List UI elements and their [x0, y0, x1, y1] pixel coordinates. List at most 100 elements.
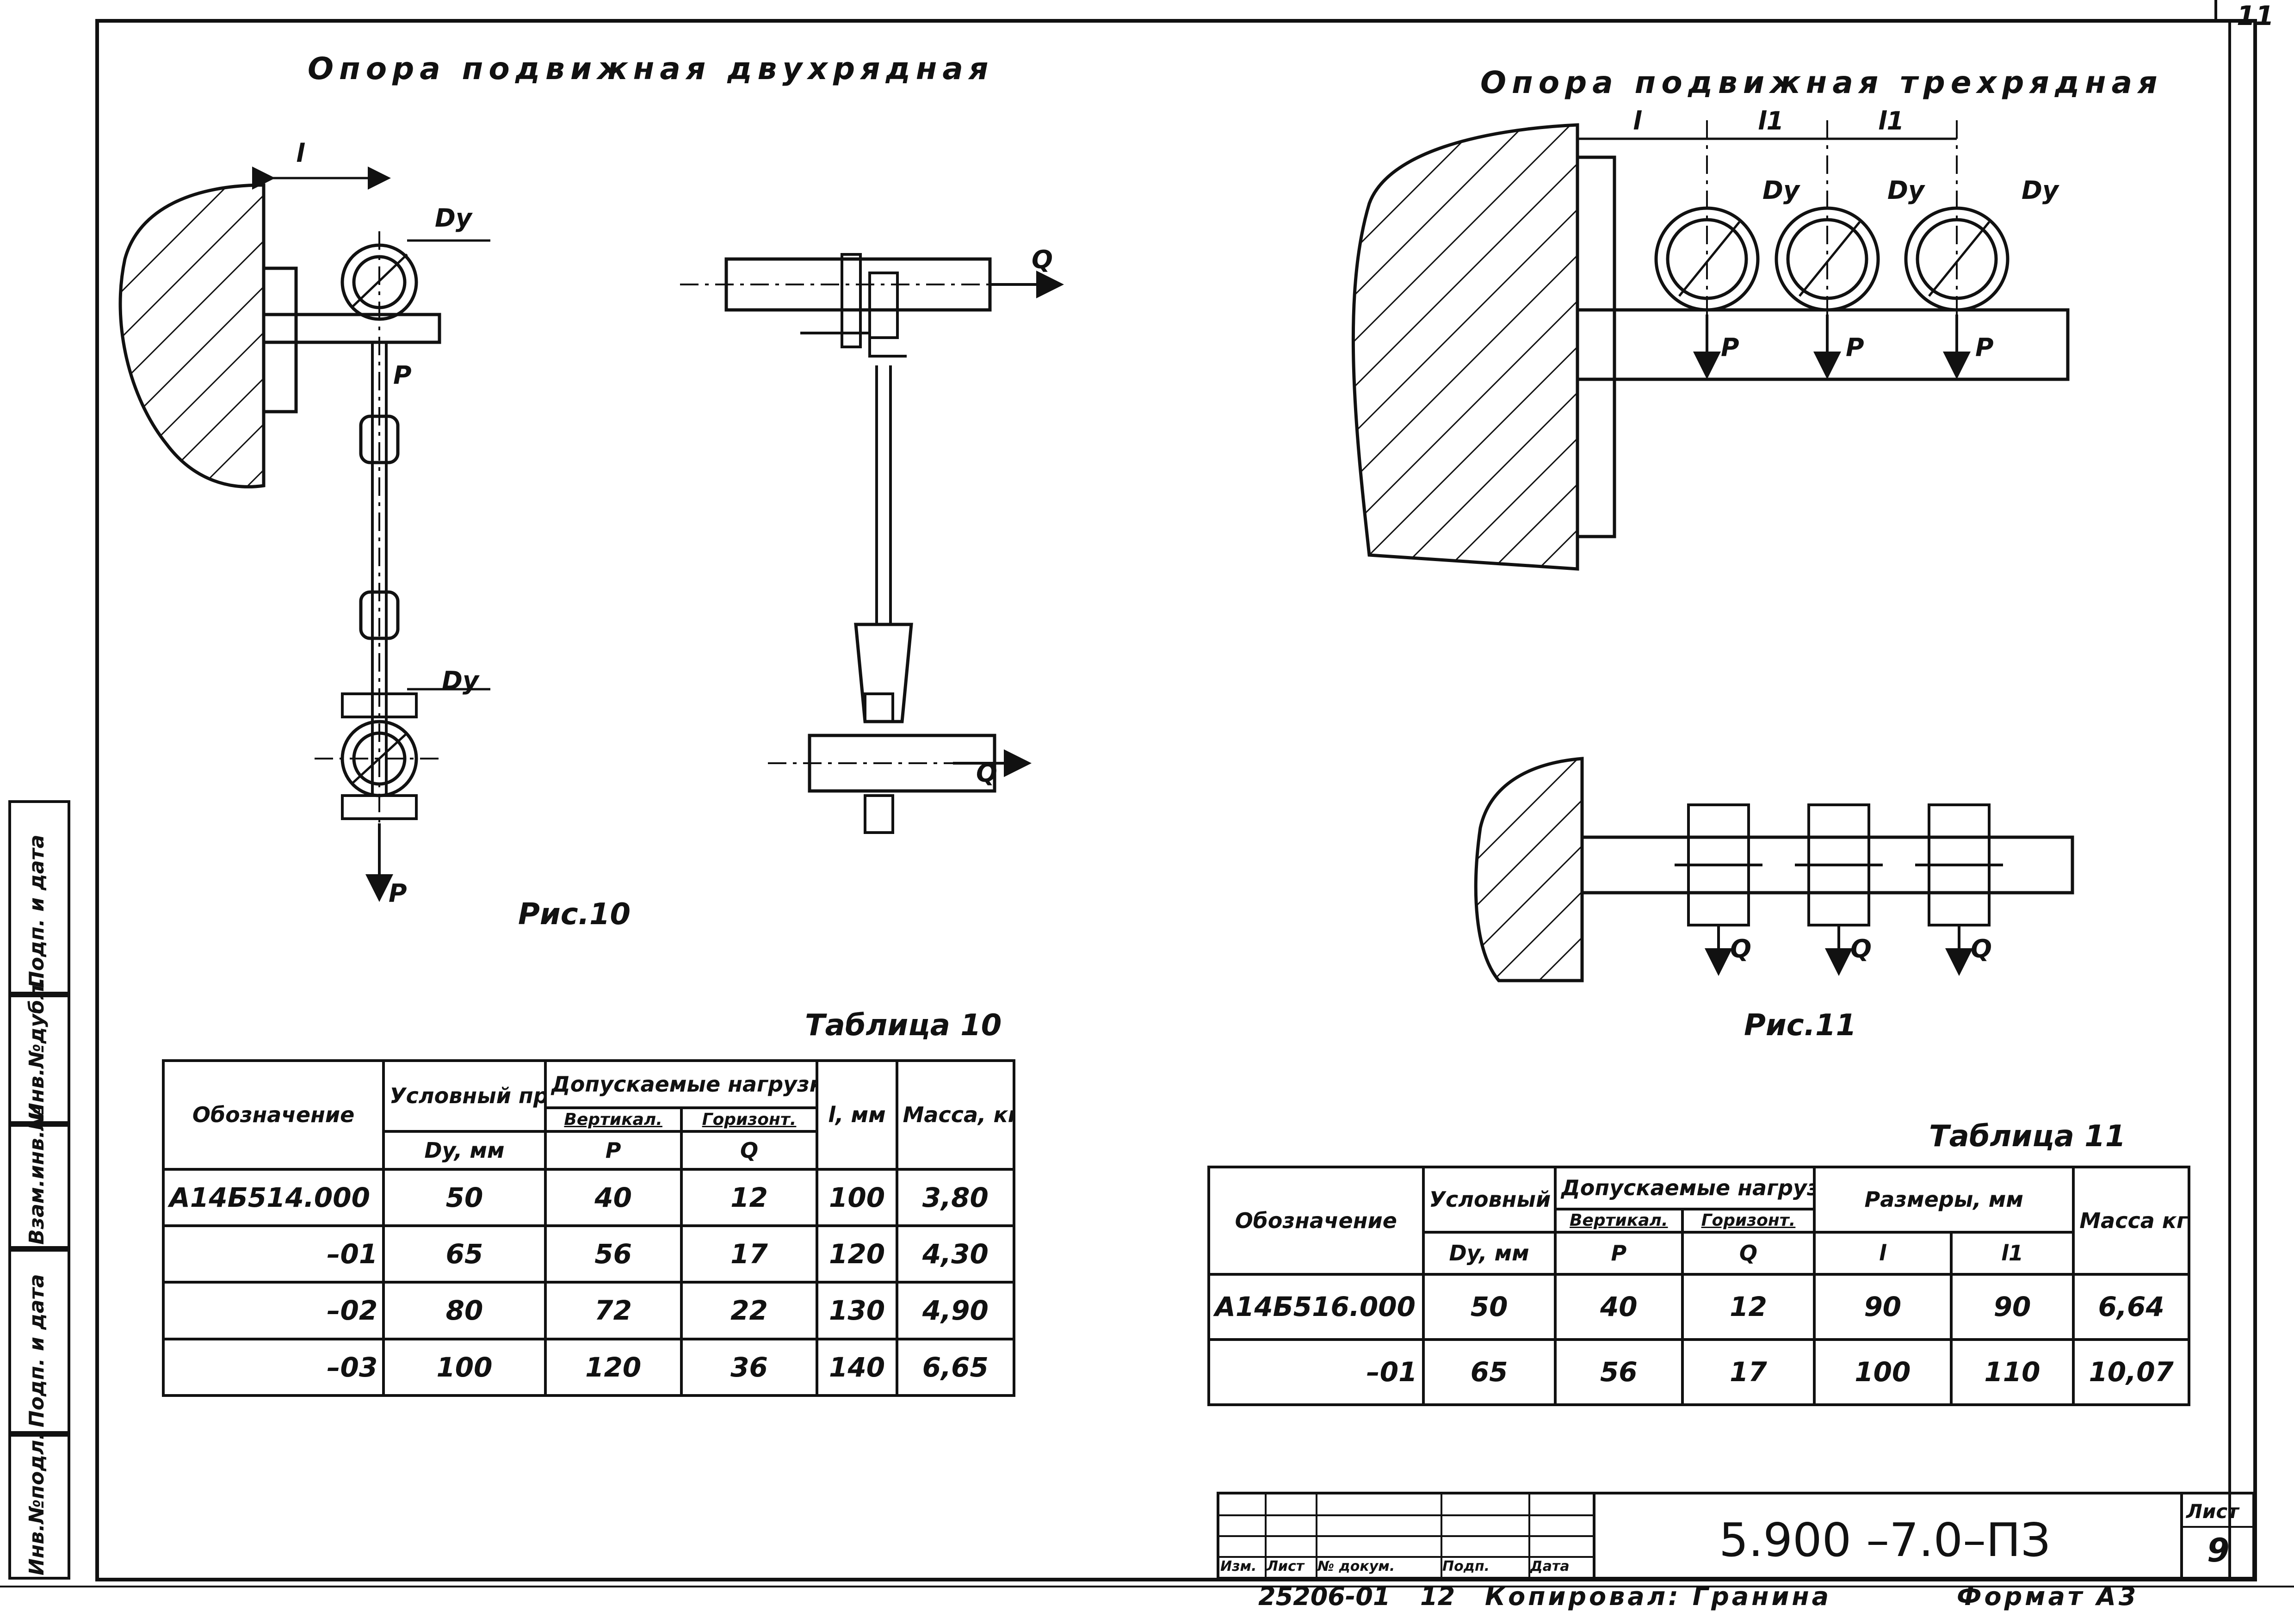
- footer-order-number: 25206-01: [1258, 1582, 1391, 1611]
- table11-header-q: Q: [1681, 1231, 1816, 1276]
- table-row: –02 80 72 22 130 4,90: [161, 1281, 1016, 1340]
- table10-cell-designation: –01: [161, 1224, 385, 1284]
- table11-cell-mass: 6,64: [2072, 1272, 2190, 1341]
- table10-header-loads: Допускаемые нагрузки, кгс: [544, 1059, 819, 1109]
- page-number: 11: [2237, 0, 2274, 31]
- table10-header-designation: Обозначение: [161, 1059, 385, 1171]
- table11-header-l: l: [1813, 1231, 1953, 1276]
- fig10-label-p-bottom: P: [389, 879, 407, 908]
- table10-cell-dy: 50: [382, 1167, 547, 1227]
- table-row: А14Б514.000 50 40 12 100 3,80: [161, 1167, 1016, 1227]
- table11-cell-q: 17: [1681, 1338, 1816, 1407]
- footer-format: Формат А3: [1957, 1582, 2139, 1611]
- table10-cell-p: 72: [544, 1281, 683, 1340]
- table11-cell-l1: 110: [1949, 1338, 2075, 1407]
- table10-cell-q: 22: [680, 1281, 819, 1340]
- fig11-label-dy-1: Dy: [1762, 176, 1800, 205]
- table-row: А14Б516.000 50 40 12 90 90 6,64: [1207, 1272, 2190, 1341]
- table11-cell-l: 100: [1813, 1338, 1953, 1407]
- title-col-list: Лист: [1267, 1558, 1305, 1575]
- strip-text: Подп. и дата: [25, 834, 49, 988]
- strip-text: Взам.инв.№: [25, 1105, 49, 1245]
- table-row: –01 65 56 17 120 4,30: [161, 1224, 1016, 1284]
- fig11-label-p-3: P: [1975, 333, 1994, 362]
- table10-header-mass: Масса, кг: [895, 1059, 1016, 1171]
- fig11-label-q-2: Q: [1850, 934, 1872, 963]
- table10-cell-p: 40: [544, 1167, 683, 1227]
- table11-header-loads: Допускаемые нагрузки, кгс: [1553, 1166, 1816, 1210]
- fig10-label-dy-top: Dy: [435, 204, 472, 233]
- fig11-label-q-3: Q: [1971, 934, 1992, 963]
- table10-cell-mass: 4,30: [895, 1224, 1016, 1284]
- table-row: –03 100 120 36 140 6,65: [161, 1337, 1016, 1397]
- fig10-label-p-top: P: [393, 361, 412, 390]
- title-block-grid: [1219, 1494, 2253, 1578]
- strip-cell-podp-data-1: Подп. и дата: [8, 1249, 70, 1434]
- fig11-plan-view: [1474, 757, 2074, 982]
- sheet-label: Лист: [2186, 1500, 2239, 1523]
- fig10-label-q-top: Q: [1032, 245, 1053, 274]
- strip-cell-podp-data-2: Подп. и дата: [8, 800, 70, 994]
- fig11-label-dy-2: Dy: [1887, 176, 1925, 205]
- table10-header-l: l, мм: [816, 1059, 898, 1171]
- table10-cell-p: 56: [544, 1224, 683, 1284]
- table11-header-passage: Условный проход: [1422, 1165, 1557, 1234]
- title-block: Изм. Лист № докум. Подп. Дата 5.900 –7.0…: [1217, 1492, 2255, 1580]
- fig10-label-l: l: [296, 139, 305, 168]
- table10: Обозначение Условный проход Допускаемые …: [161, 1059, 1016, 1397]
- table10-cell-q: 17: [680, 1224, 819, 1284]
- strip-text: Подп. и дата: [25, 1274, 49, 1427]
- strip-cell-inv-podl: Инв.№подл.: [8, 1432, 70, 1580]
- fig11-caption: Рис.11: [1744, 1008, 1857, 1043]
- table-row: –01 65 56 17 100 110 10,07: [1207, 1338, 2190, 1407]
- table10-cell-mass: 4,90: [895, 1281, 1016, 1340]
- table11-header-passage-unit: Dy, мм: [1422, 1231, 1557, 1276]
- fig11-label-p-2: P: [1846, 333, 1864, 362]
- table11-header-sizes: Размеры, мм: [1813, 1165, 2075, 1234]
- table10-cell-mass: 3,80: [895, 1167, 1016, 1227]
- strip-cell-inv-dubl: Инв.№дубл.: [8, 977, 70, 1124]
- fig11-label-l: l: [1633, 106, 1642, 136]
- table11-cell-dy: 65: [1422, 1338, 1557, 1407]
- table10-cell-q: 36: [680, 1337, 819, 1397]
- table10-cell-designation: –03: [161, 1337, 385, 1397]
- table10-title: Таблица 10: [805, 1008, 1002, 1043]
- title-col-izm: Изм.: [1220, 1558, 1257, 1575]
- fig10-caption: Рис.10: [518, 897, 631, 932]
- fig10-left-view: [118, 167, 490, 902]
- table11-cell-l: 90: [1813, 1272, 1953, 1341]
- table10-header-passage: Условный проход: [382, 1059, 547, 1133]
- fig11-label-q-1: Q: [1730, 934, 1751, 963]
- table10-header-p: P: [544, 1130, 683, 1171]
- table10-cell-designation: А14Б514.000: [161, 1167, 385, 1227]
- table11-header-horizontal: Горизонт.: [1681, 1207, 1816, 1234]
- table11-cell-p: 56: [1553, 1338, 1684, 1407]
- table11-cell-p: 40: [1553, 1272, 1684, 1341]
- table11-header-l1: l1: [1949, 1231, 2075, 1276]
- table11-header-mass: Масса кг: [2072, 1166, 2190, 1276]
- table10-header-horizontal: Горизонт.: [680, 1106, 819, 1133]
- table11-title: Таблица 11: [1929, 1119, 2126, 1154]
- footer-number: 12: [1420, 1582, 1455, 1611]
- table11-cell-mass: 10,07: [2072, 1338, 2190, 1407]
- fig10-side-view: [680, 253, 1064, 834]
- table10-cell-l: 120: [816, 1224, 898, 1284]
- table10-cell-dy: 100: [382, 1337, 547, 1397]
- table11-header-vertical: Вертикал.: [1553, 1207, 1684, 1234]
- table10-header-q: Q: [680, 1130, 819, 1171]
- table11-cell-designation: А14Б516.000: [1207, 1272, 1425, 1341]
- fig11-title: Опора подвижная трехрядная: [1480, 65, 2163, 100]
- fig10-label-dy-bottom: Dy: [442, 666, 479, 695]
- fig11-label-l1-a: l1: [1758, 106, 1784, 136]
- fig11-label-dy-3: Dy: [2022, 176, 2059, 205]
- table10-cell-l: 100: [816, 1167, 898, 1227]
- fig10-title: Опора подвижная двухрядная: [308, 51, 994, 86]
- title-col-podp: Подп.: [1442, 1558, 1490, 1575]
- table10-cell-l: 130: [816, 1281, 898, 1340]
- fig11-label-l1-b: l1: [1878, 106, 1904, 136]
- table11-cell-dy: 50: [1422, 1272, 1557, 1341]
- table10-cell-l: 140: [816, 1337, 898, 1397]
- table10-header-vertical: Вертикал.: [544, 1106, 683, 1133]
